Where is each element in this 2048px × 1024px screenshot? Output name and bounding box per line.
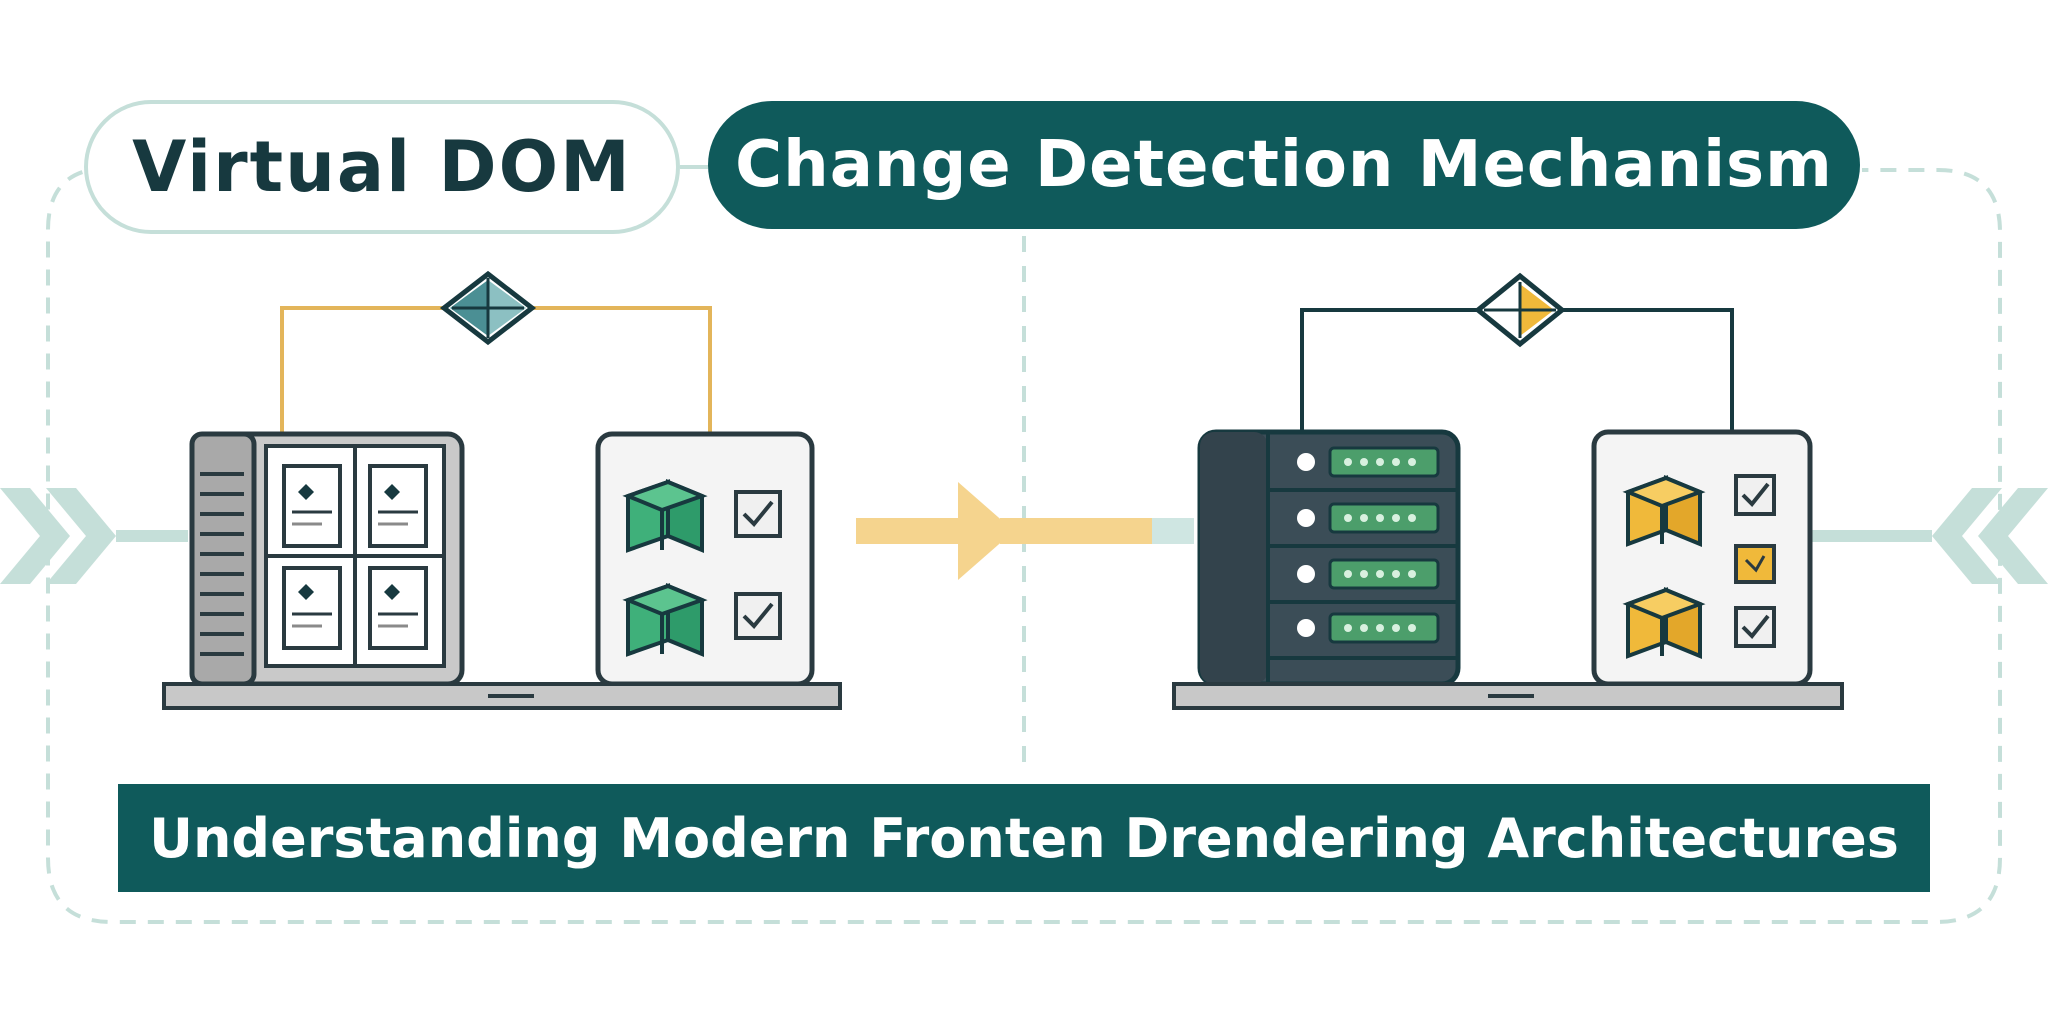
green-cube-icon	[622, 583, 708, 657]
left-base-platform	[162, 682, 842, 710]
document-card-icon	[368, 464, 428, 548]
checkbox-icon	[734, 592, 782, 640]
chevron-arrows-left-icon	[0, 488, 188, 584]
diamond-node-icon	[439, 270, 537, 346]
document-card-icon	[282, 566, 342, 650]
chevron-arrows-right-icon	[1812, 488, 2048, 584]
yellow-cube-icon	[1622, 587, 1706, 659]
checkbox-icon	[1734, 474, 1776, 516]
document-card-icon	[282, 464, 342, 548]
pending-checkbox-icon	[1734, 544, 1776, 584]
change-detection-label: Change Detection Mechanism	[708, 101, 1860, 229]
diamond-node-icon	[1474, 272, 1566, 348]
checkbox-icon	[1734, 606, 1776, 648]
checkbox-icon	[734, 490, 782, 538]
green-cube-icon	[622, 479, 708, 553]
caption-banner: Understanding Modern Fronten Drendering …	[118, 784, 1930, 892]
flow-arrow-icon	[856, 482, 1194, 580]
yellow-cube-icon	[1622, 475, 1706, 547]
server-rack-icon	[1197, 429, 1461, 687]
virtual-dom-label: Virtual DOM	[84, 100, 680, 234]
document-card-icon	[368, 566, 428, 650]
right-base-platform	[1172, 682, 1844, 710]
outer-dashed-frame	[46, 166, 2002, 924]
